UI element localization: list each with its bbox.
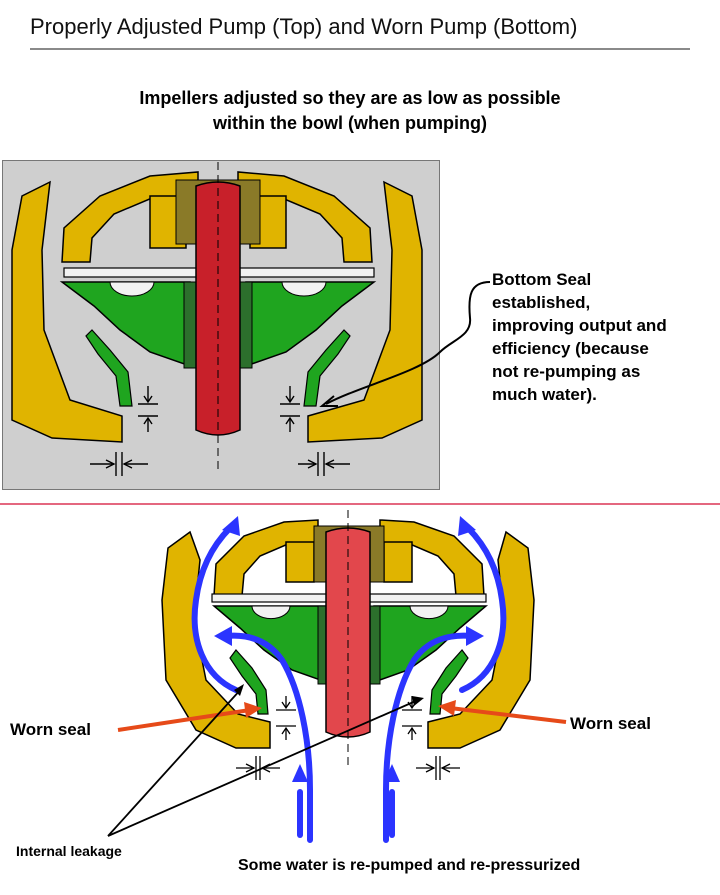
bottom-seal-note-line-6: much water). (492, 385, 597, 404)
bottom-seal-note-line-1: Bottom Seal (492, 270, 592, 289)
bottom-seal-note-line-5: not re-pumping as (492, 362, 641, 381)
bottom-seal-note-line-2: established, (492, 293, 591, 312)
page-title: Properly Adjusted Pump (Top) and Worn Pu… (30, 14, 578, 39)
top-impeller-left-skirt (85, 329, 133, 407)
title-underline (30, 48, 690, 50)
bottom-impeller-left-eye (251, 605, 291, 620)
top-clearance-marker-right (280, 386, 300, 432)
worn-seal-label-right: Worn seal (570, 714, 651, 733)
top-subtitle-line-2: within the bowl (when pumping) (213, 113, 487, 133)
top-subtitle: Impellers adjusted so they are as low as… (60, 86, 640, 136)
internal-leakage-lines (107, 687, 419, 837)
top-subtitle-line-1: Impellers adjusted so they are as low as… (139, 88, 561, 108)
flow-arrow-right-inner (383, 632, 475, 843)
bottom-seal-pointer (325, 281, 491, 405)
internal-leakage-label: Internal leakage (16, 843, 122, 859)
bottom-impeller-right-eye (409, 605, 449, 620)
bottom-seal-note-line-3: improving output and (492, 316, 667, 335)
worn-seal-arrow-right (449, 706, 567, 724)
flow-arrowheads (214, 516, 484, 782)
top-clearance-marker-left (138, 386, 158, 432)
worn-seal-label-left: Worn seal (10, 720, 91, 739)
flow-arrow-right-outer (459, 525, 507, 693)
bottom-seal-note-line-4: efficiency (because (492, 339, 649, 358)
top-impeller-right-eye (281, 281, 327, 297)
re-pumped-note: Some water is re-pumped and re-pressuriz… (238, 857, 581, 874)
bottom-bowl-cap-left-inner (285, 541, 315, 583)
worn-seal-arrow-left (117, 708, 251, 732)
bottom-impeller-left-skirt (229, 649, 269, 715)
worn-pump-diagram (107, 510, 567, 843)
adjusted-pump-diagram (11, 162, 491, 476)
top-gap-marker-right (298, 452, 350, 476)
top-impeller-right-skirt (303, 329, 351, 407)
flow-arrow-left-inner (223, 632, 313, 843)
section-divider (0, 503, 720, 505)
flow-arrow-left-outer (191, 525, 239, 693)
bottom-impeller-right-skirt (429, 649, 469, 715)
flow-arrows (191, 525, 507, 843)
bottom-clearance-marker-left (276, 696, 296, 740)
top-gap-marker-left (90, 452, 148, 476)
bottom-seal-note: Bottom Seal established, improving outpu… (492, 268, 667, 406)
bottom-bowl-cap-right-inner (383, 541, 413, 583)
bottom-gap-marker-right (416, 756, 460, 780)
worn-seal-arrows (117, 706, 567, 732)
top-bowl-left-wall (11, 180, 123, 443)
top-impeller-left-eye (109, 281, 155, 297)
